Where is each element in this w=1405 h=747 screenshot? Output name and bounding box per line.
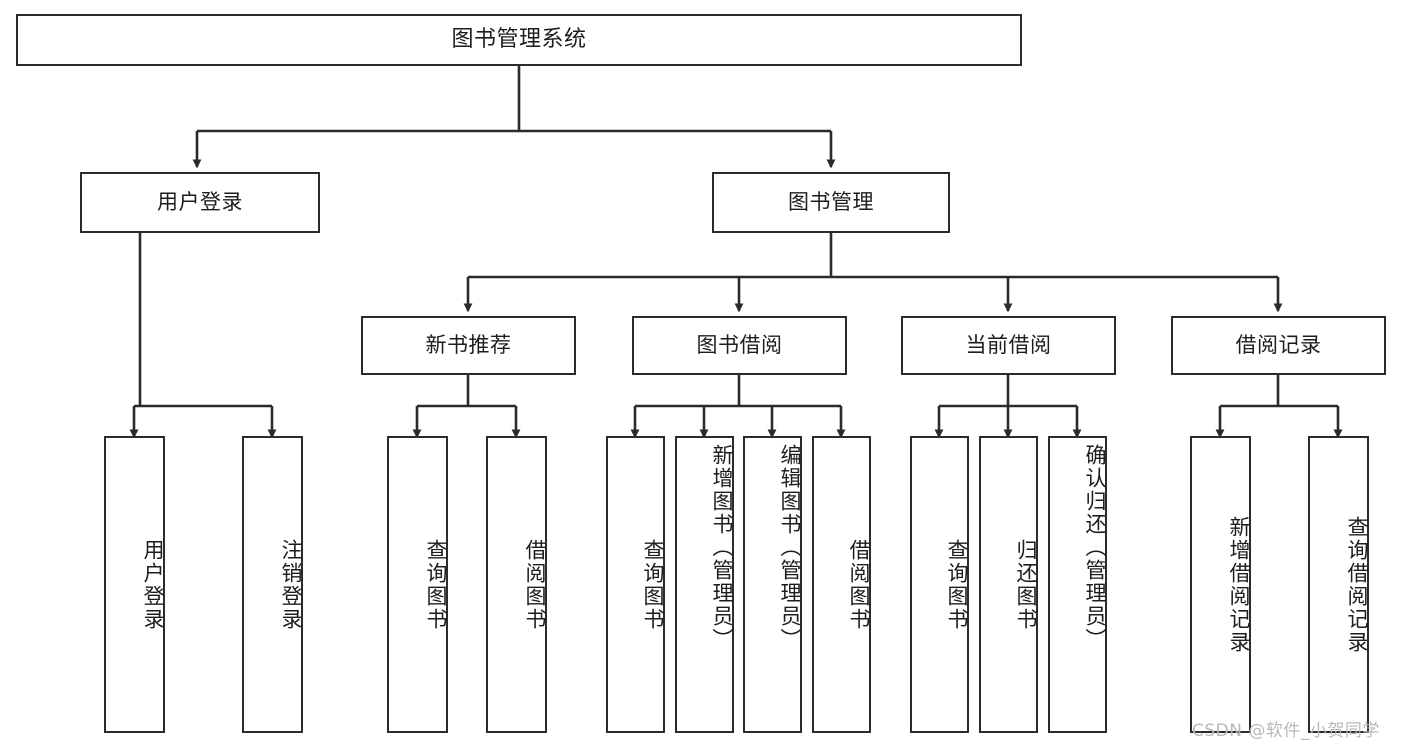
node-label: 归还图书 xyxy=(1014,538,1038,631)
leaf-query-book-recommend[interactable]: 查询图书 xyxy=(387,436,448,733)
node-label: 借阅记录 xyxy=(1235,333,1322,358)
leaf-query-book-borrowing[interactable]: 查询图书 xyxy=(606,436,665,733)
node-book-management[interactable]: 图书管理 xyxy=(712,172,950,233)
node-current-borrowing[interactable]: 当前借阅 xyxy=(901,316,1116,375)
node-label: 注销登录 xyxy=(279,538,303,631)
node-label: 图书管理 xyxy=(788,190,874,215)
node-label: 新书推荐 xyxy=(425,333,512,358)
node-label: 用户登录 xyxy=(141,538,165,631)
node-label: 用户登录 xyxy=(157,190,243,215)
node-label: 新增借阅记录 xyxy=(1227,515,1251,654)
leaf-add-borrow-record[interactable]: 新增借阅记录 xyxy=(1190,436,1251,733)
leaf-logout[interactable]: 注销登录 xyxy=(242,436,303,733)
node-user-login[interactable]: 用户登录 xyxy=(80,172,320,233)
node-label: 查询图书 xyxy=(945,538,969,631)
node-label: 图书借阅 xyxy=(696,333,783,358)
leaf-borrow-book-recommend[interactable]: 借阅图书 xyxy=(486,436,547,733)
node-root-system[interactable]: 图书管理系统 xyxy=(16,14,1022,66)
leaf-add-book-admin[interactable]: 新增图书（管理员） xyxy=(675,436,734,733)
leaf-confirm-return-admin[interactable]: 确认归还（管理员） xyxy=(1048,436,1107,733)
node-label: 查询借阅记录 xyxy=(1345,515,1369,654)
leaf-borrow-book-borrowing[interactable]: 借阅图书 xyxy=(812,436,871,733)
node-book-borrowing[interactable]: 图书借阅 xyxy=(632,316,847,375)
node-label: 借阅图书 xyxy=(523,538,547,631)
node-new-book-recommend[interactable]: 新书推荐 xyxy=(361,316,576,375)
leaf-edit-book-admin[interactable]: 编辑图书（管理员） xyxy=(743,436,802,733)
node-label: 当前借阅 xyxy=(965,333,1052,358)
leaf-return-book[interactable]: 归还图书 xyxy=(979,436,1038,733)
csdn-watermark: CSDN @软件_小贺同学 xyxy=(1192,721,1380,741)
leaf-query-book-current[interactable]: 查询图书 xyxy=(910,436,969,733)
node-borrow-records[interactable]: 借阅记录 xyxy=(1171,316,1386,375)
node-label: 新增图书（管理员） xyxy=(710,444,734,651)
node-label: 图书管理系统 xyxy=(451,27,587,53)
node-label: 编辑图书（管理员） xyxy=(778,444,802,651)
leaf-query-borrow-record[interactable]: 查询借阅记录 xyxy=(1308,436,1369,733)
node-label: 借阅图书 xyxy=(847,538,871,631)
leaf-user-login[interactable]: 用户登录 xyxy=(104,436,165,733)
node-label: 查询图书 xyxy=(641,538,665,631)
node-label: 确认归还（管理员） xyxy=(1083,444,1107,651)
node-label: 查询图书 xyxy=(424,538,448,631)
